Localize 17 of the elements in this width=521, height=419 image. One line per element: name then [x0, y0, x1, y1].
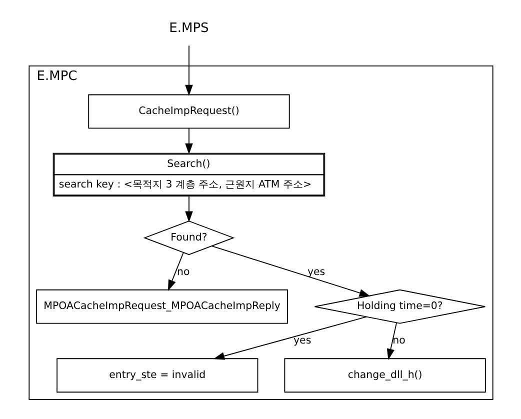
edge-label: no: [392, 336, 405, 347]
arrow: [184, 196, 192, 222]
node-box: CacheImpRequest(): [88, 94, 290, 129]
edge-label: no: [176, 266, 190, 278]
arrow: [212, 316, 366, 360]
arrow: [386, 322, 397, 360]
node-box: MPOACacheImpRequest_MPOACacheImpReply: [36, 289, 288, 324]
arrow: [184, 45, 192, 96]
arrow: [211, 246, 370, 297]
edge-label: yes: [306, 266, 325, 278]
arrow: [167, 252, 184, 292]
arrow: [184, 128, 192, 154]
node-box: change_dll_h(): [284, 358, 486, 393]
node-diamond: Found?: [142, 220, 234, 256]
node-box: entry_ste = invalid: [56, 358, 258, 393]
edge-label: yes: [293, 336, 311, 347]
node-text: E.MPS: [168, 21, 208, 36]
